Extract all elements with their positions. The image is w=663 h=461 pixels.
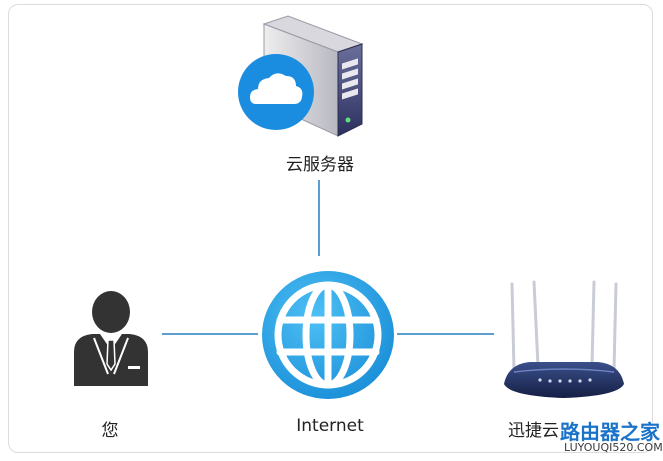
router-label: 迅捷云 (508, 421, 559, 441)
router-icon (504, 280, 624, 398)
connector-server-internet (318, 180, 320, 256)
cloud-server-label: 云服务器 (286, 155, 354, 175)
person-icon (74, 291, 148, 386)
internet-label: Internet (296, 416, 364, 436)
cloud-server-icon (238, 15, 364, 137)
globe-icon (262, 271, 394, 399)
connector-internet-router (397, 333, 494, 335)
user-label: 您 (101, 421, 119, 441)
watermark-title: 路由器之家 (560, 420, 660, 444)
site-watermark: 路由器之家 LUYOUQI520.COM (560, 416, 663, 458)
connector-user-internet (162, 333, 258, 335)
watermark-url: LUYOUQI520.COM (564, 441, 663, 454)
